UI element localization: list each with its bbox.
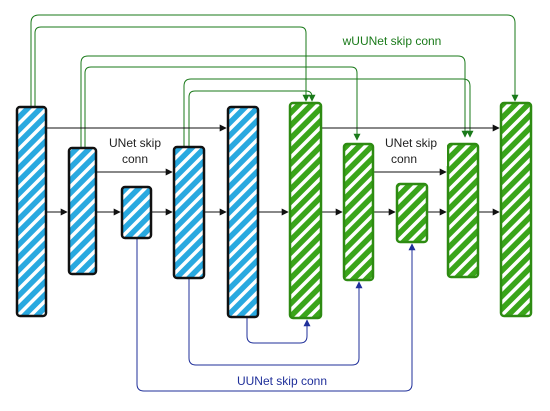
wuunet-conn-3: [84, 66, 361, 148]
decoder-block-3: [395, 182, 429, 244]
wuunet-conn-5: [188, 90, 316, 147]
uunet-conn-2: [188, 278, 363, 366]
decoder-block-1: [288, 101, 323, 320]
uunet-conn-3: [136, 238, 416, 392]
encoder-block-4: [172, 145, 206, 280]
unet-skip-label-right-line1: UNet skip: [385, 136, 437, 150]
encoder-block-1: [15, 105, 48, 318]
wuunet-conn-1: [34, 26, 310, 107]
decoder-block-4: [446, 142, 480, 279]
encoder-block-3: [120, 185, 153, 240]
encoder-blocks: [15, 105, 260, 319]
unet-skip-label-left-line1: UNet skip: [109, 136, 161, 150]
uunet-skip-label: UUNet skip conn: [237, 374, 327, 388]
decoder-block-5: [499, 101, 533, 318]
wuunet-skip-label: wUUNet skip conn: [342, 34, 442, 48]
decoder-blocks: [288, 101, 533, 320]
unet-skip-label-left-line2: conn: [122, 152, 148, 166]
wuunet-conn-2: [80, 55, 469, 148]
wuunet-conn-4: [183, 78, 474, 147]
wuunet-skip-connections: [30, 14, 519, 148]
uunet-skip-connections: [136, 238, 416, 392]
unet-skip-label-right-line2: conn: [391, 152, 417, 166]
wuunet-conn-outer: [30, 14, 519, 107]
encoder-block-5: [226, 105, 260, 319]
uunet-conn-1: [246, 317, 311, 344]
forward-arrows: [46, 124, 500, 216]
encoder-block-2: [67, 146, 98, 276]
decoder-block-2: [342, 142, 375, 282]
